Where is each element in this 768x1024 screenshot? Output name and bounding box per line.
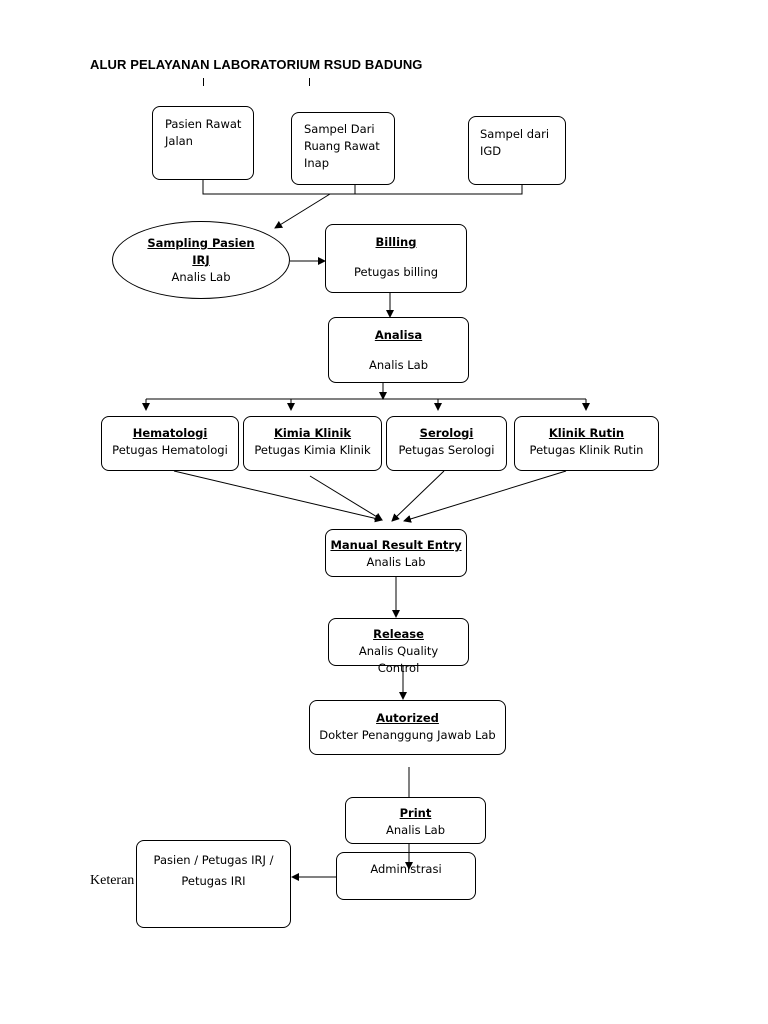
sampling-heading: Sampling Pasien [147,236,255,250]
source-label: Sampel dari [480,127,550,141]
billing-node: Billing Petugas billing [325,224,467,293]
analisa-role: Analis Lab [369,358,428,372]
title-tick [203,78,204,86]
arrow-serologi-entry [391,470,445,522]
manual-result-entry-node: Manual Result Entry Analis Lab [325,529,467,577]
source-label: Ruang Rawat [304,139,380,153]
unit-role: Petugas Kimia Klinik [254,443,371,457]
recipient-label: Pasien / Petugas IRJ / [153,853,274,867]
source-rawat-inap: Sampel Dari Ruang Rawat Inap [291,112,395,185]
unit-role: Petugas Klinik Rutin [529,443,644,457]
source-label: IGD [480,144,502,158]
recipient-label: Petugas IRI [181,874,246,888]
release-role: Analis Quality [358,644,439,658]
source-label: Pasien Rawat [165,117,242,131]
release-node: Release Analis Quality Control [328,618,469,675]
unit-hematologi: Hematologi Petugas Hematologi [101,416,239,471]
billing-heading: Billing [375,235,417,249]
source-igd: Sampel dari IGD [468,116,566,185]
print-heading: Print [399,806,432,820]
source-rawat-jalan: Pasien Rawat Jalan [152,106,254,180]
print-node: Print Analis Lab [345,797,486,844]
autorized-heading: Autorized [376,711,439,725]
source-label: Inap [304,156,330,170]
sampling-node: Sampling Pasien IRJ Analis Lab [112,221,290,299]
unit-klinik-rutin: Klinik Rutin Petugas Klinik Rutin [514,416,659,471]
billing-role: Petugas billing [353,265,439,279]
arrow-hematologi-entry [173,470,383,523]
source-label: Jalan [165,134,193,148]
source-label: Sampel Dari [304,122,375,136]
unit-kimia-klinik: Kimia Klinik Petugas Kimia Klinik [243,416,382,471]
side-note: Keteran [90,873,135,888]
unit-role: Petugas Hematologi [112,443,228,457]
analisa-heading: Analisa [374,328,423,342]
sampling-role: Analis Lab [171,270,231,284]
autorized-node: Autorized Dokter Penanggung Jawab Lab [309,700,506,755]
unit-serologi: Serologi Petugas Serologi [386,416,507,471]
release-role: Control [377,661,420,675]
release-heading: Release [373,627,424,641]
unit-heading: Klinik Rutin [548,426,625,440]
administrasi-label: Administrasi [370,862,442,876]
manual-entry-role: Analis Lab [366,555,426,569]
autorized-role: Dokter Penanggung Jawab Lab [319,728,496,742]
unit-heading: Hematologi [132,426,208,440]
arrow-to-sampling [274,193,331,229]
print-role: Analis Lab [386,823,445,837]
arrow-kimia-entry [309,475,383,521]
page-title: ALUR PELAYANAN LABORATORIUM RSUD BADUNG [90,57,423,72]
unit-role: Petugas Serologi [398,443,495,457]
arrow-rutin-entry [403,470,567,523]
administrasi-node: Administrasi [336,852,476,900]
sampling-heading: IRJ [192,253,210,267]
recipient-node: Pasien / Petugas IRJ / Petugas IRI [136,840,291,928]
unit-heading: Kimia Klinik [273,426,352,440]
unit-heading: Serologi [419,426,474,440]
analisa-node: Analisa Analis Lab [328,317,469,383]
title-tick [309,78,310,86]
manual-entry-heading: Manual Result Entry [330,538,462,552]
